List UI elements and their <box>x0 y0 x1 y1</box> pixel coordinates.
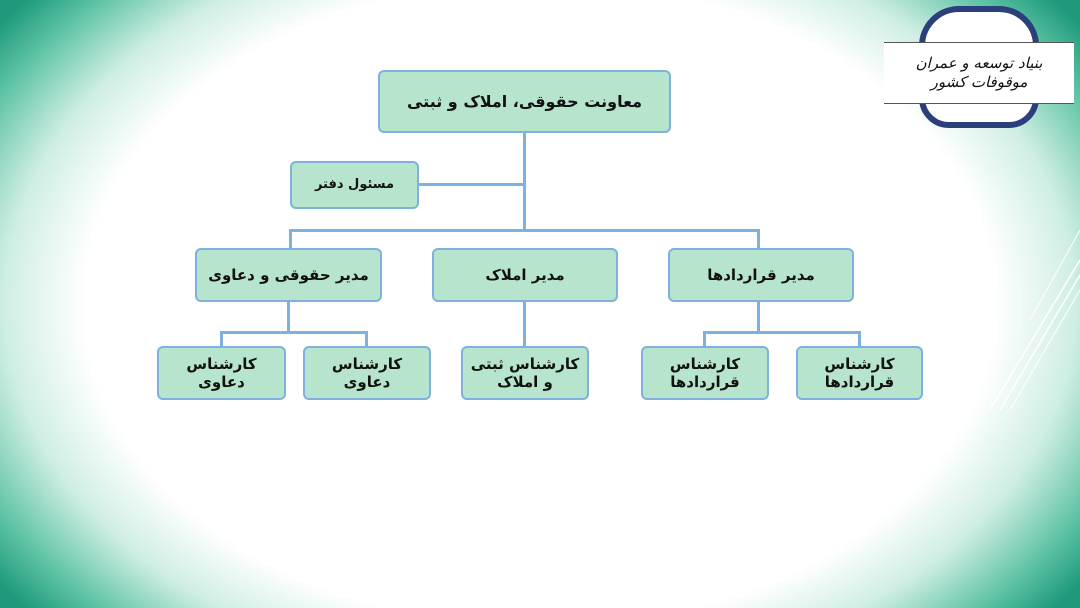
connector <box>757 229 760 249</box>
connector <box>757 301 760 333</box>
logo-line2: موقوفات کشور <box>930 73 1028 91</box>
logo-line1: بنیاد توسعه و عمران <box>915 54 1043 73</box>
logo-text: بنیاد توسعه و عمران موقوفات کشور <box>884 42 1074 104</box>
connector <box>523 132 526 232</box>
connector <box>365 331 368 347</box>
node-property-manager: مدیر املاک <box>432 248 618 302</box>
node-legal-manager: مدیر حقوقی و دعاوی <box>195 248 382 302</box>
connector <box>220 331 223 347</box>
connector <box>289 229 760 232</box>
node-contracts-expert: کارشناس قراردادها <box>641 346 769 400</box>
connector <box>287 301 290 333</box>
node-contracts-expert: کارشناس قراردادها <box>796 346 923 400</box>
node-contracts-manager: مدیر قراردادها <box>668 248 854 302</box>
node-office-manager: مسئول دفتر <box>290 161 419 209</box>
node-registry-property-expert: کارشناس ثبتی و املاک <box>461 346 589 400</box>
connector <box>418 183 524 186</box>
node-litigation-expert: کارشناس دعاوی <box>303 346 431 400</box>
decorative-lines <box>990 230 1080 411</box>
connector <box>289 229 292 249</box>
node-root: معاونت حقوقی، املاک و ثبتی <box>378 70 671 133</box>
connector <box>220 331 368 334</box>
logo: بنیاد توسعه و عمران موقوفات کشور <box>884 4 1074 132</box>
connector <box>703 331 861 334</box>
node-litigation-expert: کارشناس دعاوی <box>157 346 286 400</box>
connector <box>703 331 706 347</box>
connector <box>858 331 861 347</box>
connector <box>523 301 526 347</box>
